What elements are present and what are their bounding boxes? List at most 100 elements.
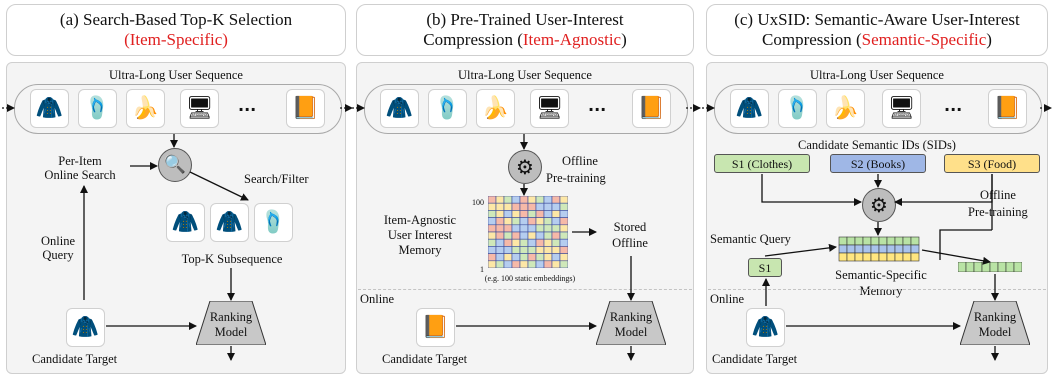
memory-cell	[559, 202, 568, 211]
panel-b-title-line2: Compression	[423, 30, 513, 49]
memory-cell	[854, 236, 864, 246]
memory-cell	[535, 196, 545, 204]
banana-icon: 🍌	[826, 89, 865, 128]
memory-grid	[488, 196, 568, 268]
memory-cell	[503, 253, 513, 262]
banana-icon: 🍌	[126, 89, 165, 128]
memory-cell	[543, 210, 553, 218]
memory-cell	[838, 236, 848, 246]
memory-cell	[527, 210, 537, 218]
panel-b-title: (b) Pre-Trained User-Interest Compressio…	[356, 4, 694, 56]
query-sid-s1: S1	[748, 258, 782, 277]
memory-cell	[838, 252, 848, 262]
memory-cell	[870, 252, 880, 262]
memory-cell	[551, 231, 561, 240]
panel-c-title-line2: Compression	[762, 30, 852, 49]
memory-cell	[511, 202, 521, 211]
online-divider	[708, 289, 1046, 290]
memory-cell	[503, 210, 513, 218]
book-icon: 📙	[988, 89, 1027, 128]
memory-cell	[519, 238, 529, 247]
memory-cell	[503, 196, 513, 204]
jacket-icon: 🧥	[380, 89, 419, 128]
memory-cell	[551, 217, 561, 226]
memory-cell	[488, 238, 497, 247]
memory-cell	[894, 236, 904, 246]
memory-cell	[527, 231, 537, 240]
computer-icon: 🖥	[180, 89, 219, 128]
ellipsis: ...	[944, 96, 963, 115]
memory-cell	[886, 236, 896, 246]
panel-c-title-tag: Semantic-Specific	[861, 30, 987, 49]
panel-a-title-main: (a) Search-Based Top-K Selection	[59, 10, 293, 29]
online-label: Online	[360, 292, 395, 306]
candidate-sids-label: Candidate Semantic IDs (SIDs)	[798, 138, 956, 152]
memory-cell	[519, 202, 529, 211]
topk-subsequence-label: Top-K Subsequence	[181, 252, 283, 266]
memory-cell	[559, 253, 568, 262]
model-label: Model	[614, 325, 648, 339]
memory-cell	[878, 252, 888, 262]
memory-cell	[495, 260, 505, 268]
per-item-label: Per-Item	[58, 154, 102, 168]
memory-cell	[495, 231, 505, 240]
model-label: Model	[978, 325, 1012, 339]
memory-cell	[511, 210, 521, 218]
online-search-label: Online Search	[44, 168, 116, 182]
memory-cell	[559, 217, 568, 226]
topk-jacket-icon: 🧥	[166, 203, 205, 242]
memory-cell	[958, 262, 967, 272]
memory-cell	[535, 260, 545, 268]
memory-cell	[503, 202, 513, 211]
memory-cell	[535, 238, 545, 247]
online-label: Online	[40, 234, 76, 248]
pretraining-label: Pre-training	[546, 171, 606, 185]
memory-cell	[527, 253, 537, 262]
memory-cell	[543, 253, 553, 262]
semantic-specific-label: Semantic-Specific	[835, 268, 927, 282]
memory-cell	[511, 217, 521, 226]
memory-cell	[854, 244, 864, 254]
memory-cell	[559, 260, 568, 268]
memory-cell	[543, 231, 553, 240]
panel-c-title: (c) UxSID: Semantic-Aware User-Interest …	[706, 4, 1048, 56]
memory-cell	[535, 202, 545, 211]
search-filter-label: Search/Filter	[244, 172, 309, 186]
memory-cell	[503, 217, 513, 226]
memory-cell	[965, 262, 975, 272]
static-embeddings-note: (e.g. 100 static embeddings)	[484, 274, 576, 283]
panel-c-sequence-label: Ultra-Long User Sequence	[810, 68, 944, 82]
online-label: Online	[710, 292, 745, 306]
ellipsis: ...	[238, 96, 257, 115]
sid-clothes: S1 (Clothes)	[714, 154, 810, 173]
memory-cell	[503, 224, 513, 233]
panel-a-title: (a) Search-Based Top-K Selection (Item-S…	[6, 4, 346, 56]
memory-cell	[535, 246, 545, 254]
memory-cell	[519, 246, 529, 254]
sid-food: S3 (Food)	[944, 154, 1040, 173]
memory-cell	[910, 252, 920, 262]
query-label: Query	[42, 248, 74, 262]
banana-icon: 🍌	[476, 89, 515, 128]
memory-cell	[519, 196, 529, 204]
memory-cell	[551, 196, 561, 204]
panel-b-title-tag: Item-Agnostic	[522, 30, 622, 49]
memory-cell	[519, 231, 529, 240]
offline-label: Offline	[980, 188, 1016, 202]
memory-cell	[910, 244, 920, 254]
memory-cell	[989, 262, 999, 272]
jacket-icon: 🧥	[730, 89, 769, 128]
memory-cell	[543, 224, 553, 233]
flip-flops-icon: 🩴	[778, 89, 817, 128]
memory-cell	[551, 246, 561, 254]
memory-cell	[527, 202, 537, 211]
search-icon: 🔍	[158, 148, 192, 182]
memory-cell	[870, 236, 880, 246]
semantic-memory-stack	[838, 236, 920, 262]
memory-cell	[519, 260, 529, 268]
item-agnostic-label: Item-Agnostic	[383, 213, 457, 227]
memory-cell	[519, 253, 529, 262]
ellipsis: ...	[588, 96, 607, 115]
memory-cell	[551, 210, 561, 218]
memory-cell	[488, 231, 497, 240]
